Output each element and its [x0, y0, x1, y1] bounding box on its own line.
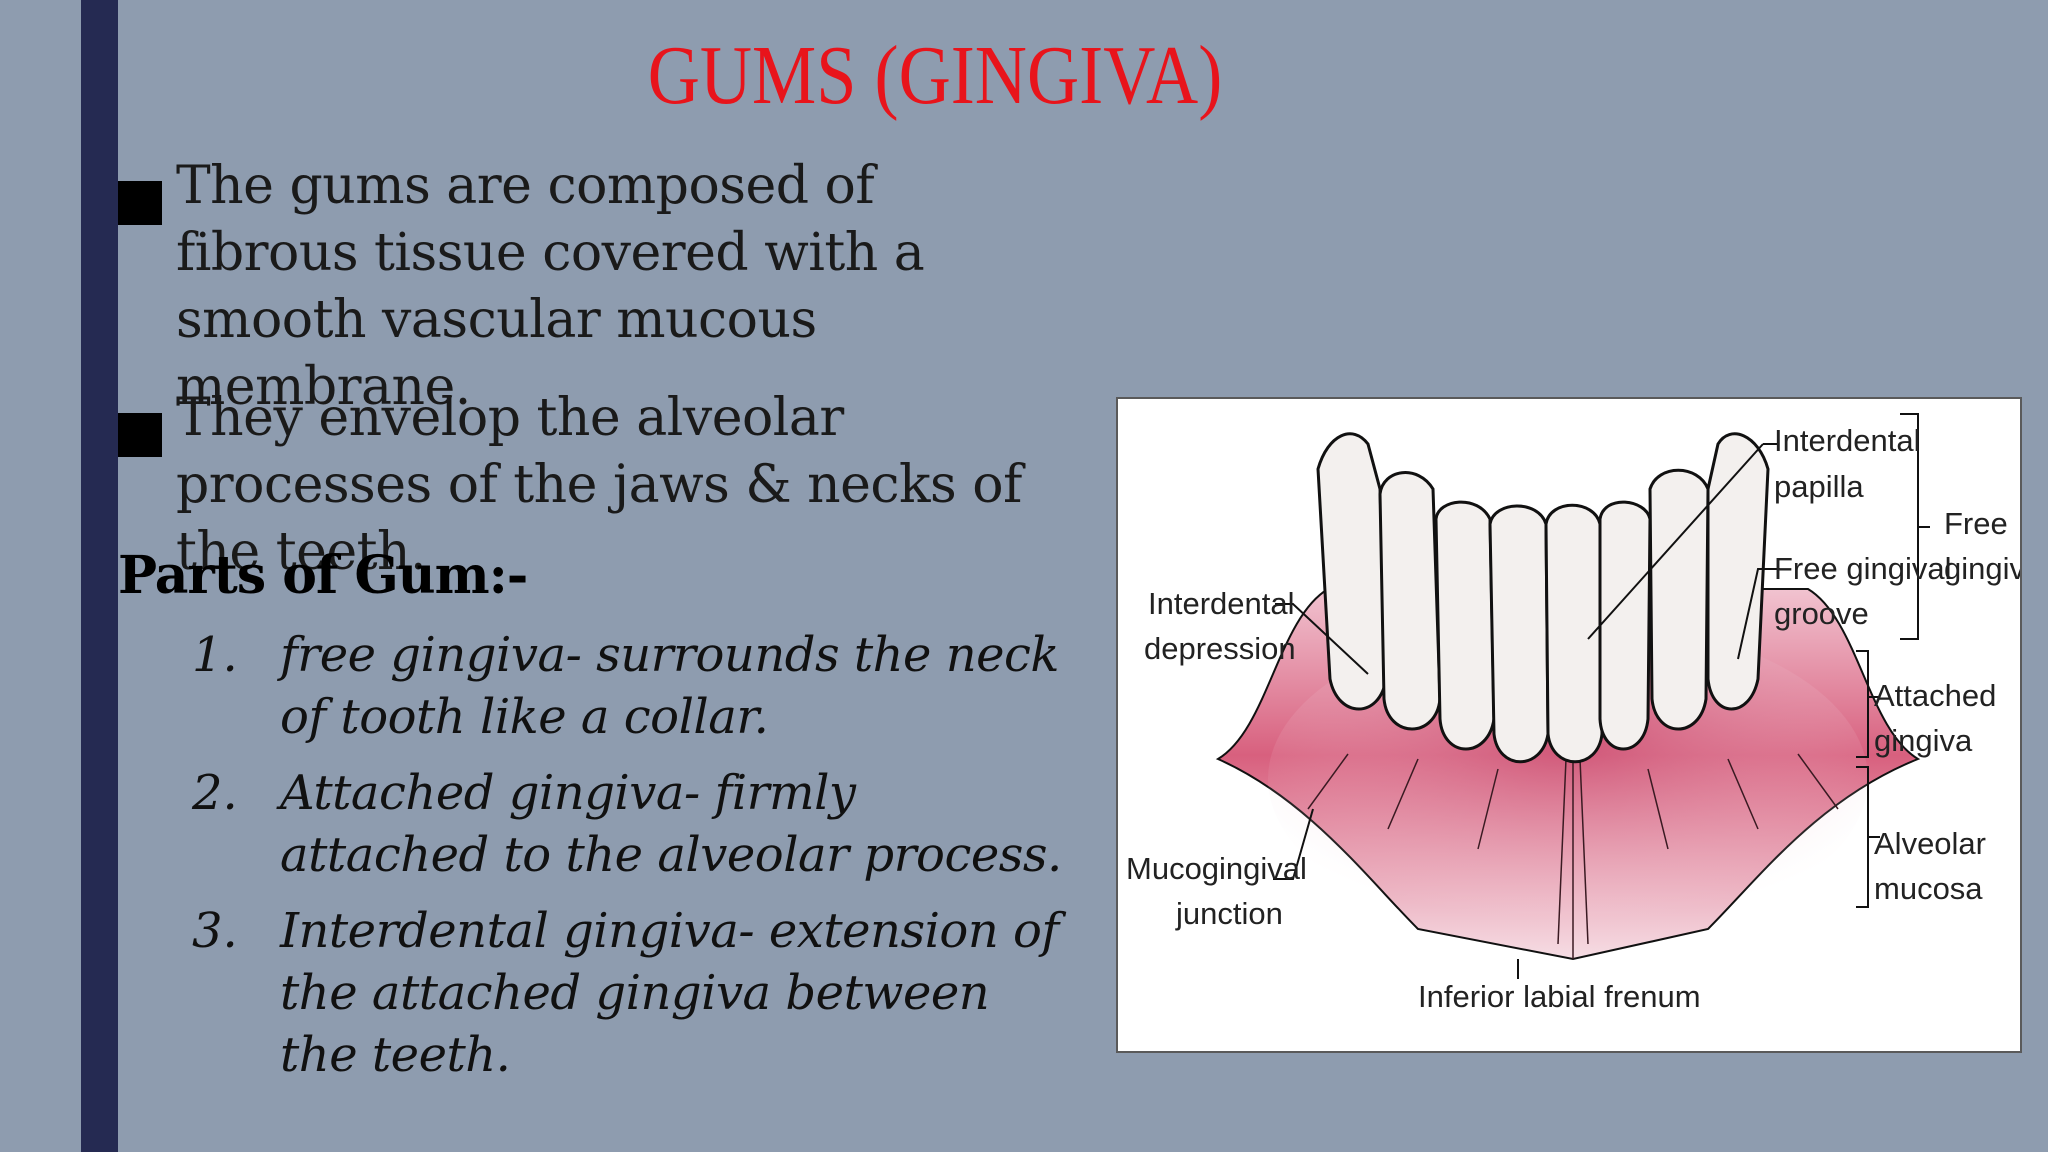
- attached-gingiva-label: Attached: [1874, 678, 1996, 713]
- list-number: 1.: [192, 627, 238, 683]
- leader-lines: [1273, 413, 1930, 979]
- free-gingiva-label: gingiva: [1944, 551, 2020, 586]
- mucogingival-junction-label: Mucogingival: [1126, 851, 1307, 886]
- list-item: 1. free gingiva- surrounds the neck of t…: [192, 624, 1072, 748]
- mucogingival-junction-label: junction: [1175, 896, 1283, 931]
- attached-gingiva-label: gingiva: [1874, 723, 1973, 758]
- interdental-depression-label: Interdental: [1148, 586, 1295, 621]
- list-text: Interdental gingiva- extension of the at…: [280, 903, 1059, 1083]
- list-number: 2.: [192, 765, 238, 821]
- alveolar-mucosa-label: mucosa: [1874, 871, 1983, 906]
- gingiva-illustration: Interdental papilla Free gingival groove…: [1126, 413, 2020, 1014]
- alveolar-mucosa-label: Alveolar: [1874, 826, 1986, 861]
- bullet-item: The gums are composed of fibrous tissue …: [118, 153, 1048, 421]
- free-gingival-groove-label: Free gingival: [1774, 551, 1951, 586]
- free-gingiva-label: Free: [1944, 506, 2008, 541]
- bullet-text: They envelop the alveolar processes of t…: [176, 388, 1022, 582]
- interdental-papilla-label: Interdental: [1774, 423, 1921, 458]
- bullet-square-icon: [118, 181, 162, 225]
- parts-heading: Parts of Gum:-: [118, 545, 528, 606]
- parts-list: 1. free gingiva- surrounds the neck of t…: [192, 624, 1072, 1100]
- bullet-square-icon: [118, 413, 162, 457]
- frenum-lines: [1307, 753, 1839, 959]
- list-item: 2. Attached gingiva- firmly attached to …: [192, 762, 1072, 886]
- bullet-item: They envelop the alveolar processes of t…: [118, 385, 1098, 586]
- free-gingival-groove-label: groove: [1774, 596, 1869, 631]
- list-item: 3. Interdental gingiva- extension of the…: [192, 900, 1072, 1086]
- list-text: Attached gingiva- firmly attached to the…: [280, 765, 1062, 883]
- teeth: [1316, 432, 1770, 764]
- accent-sidebar-bar: [81, 0, 118, 1152]
- bullet-text: The gums are composed of fibrous tissue …: [176, 156, 925, 417]
- list-number: 3.: [192, 903, 238, 959]
- interdental-depression-label: depression: [1144, 631, 1296, 666]
- inferior-labial-frenum-label: Inferior labial frenum: [1418, 979, 1701, 1014]
- list-text: free gingiva- surrounds the neck of toot…: [280, 627, 1060, 745]
- gingiva-diagram: Interdental papilla Free gingival groove…: [1116, 397, 2022, 1053]
- interdental-papilla-label: papilla: [1774, 469, 1864, 504]
- slide-title: GUMS (GINGIVA): [647, 29, 1223, 122]
